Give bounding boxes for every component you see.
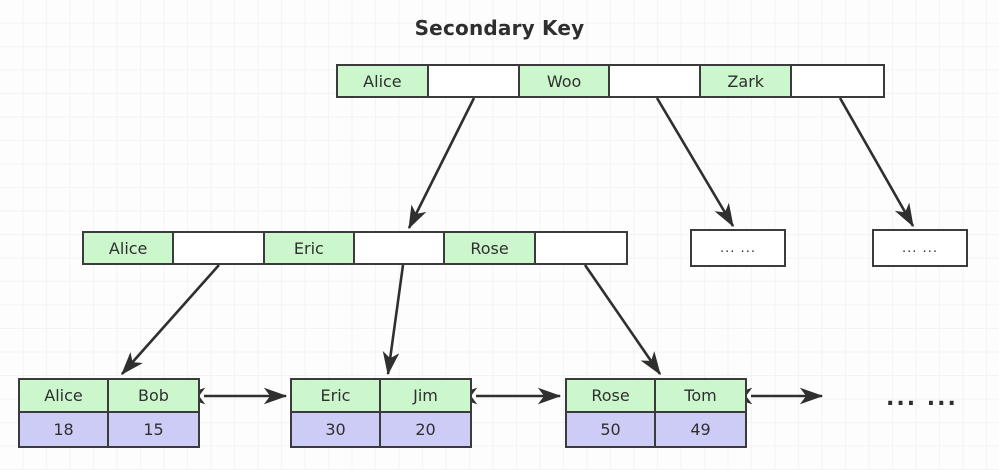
internal-pointer-1[interactable] bbox=[174, 233, 265, 263]
page-title: Secondary Key bbox=[414, 16, 585, 40]
leaf-3-value-1[interactable]: 49 bbox=[656, 413, 745, 446]
root-pointer-5[interactable] bbox=[792, 66, 883, 96]
leaf-3-name-0[interactable]: Rose bbox=[567, 380, 656, 411]
placeholder-node-1: ... ... bbox=[690, 229, 786, 267]
edge-root-to-placeholder-1 bbox=[655, 97, 735, 228]
root-key-0[interactable]: Alice bbox=[338, 66, 429, 96]
internal-key-4[interactable]: Rose bbox=[445, 233, 536, 263]
leaf-node-3: Rose Tom 50 49 bbox=[565, 378, 747, 448]
leaf-node-2-names: Eric Jim bbox=[292, 380, 470, 413]
internal-key-0[interactable]: Alice bbox=[84, 233, 175, 263]
placeholder-node-2: ... ... bbox=[872, 229, 968, 267]
leaf-node-1: Alice Bob 18 15 bbox=[18, 378, 200, 448]
leaf-1-name-1[interactable]: Bob bbox=[109, 380, 198, 411]
edge-root-to-placeholder-2 bbox=[838, 97, 915, 228]
leaf-node-2-values: 30 20 bbox=[292, 413, 470, 446]
edge-internal-to-leaf-2 bbox=[382, 264, 405, 376]
leaf-2-name-0[interactable]: Eric bbox=[292, 380, 381, 411]
root-node: Alice Woo Zark bbox=[336, 64, 885, 98]
internal-node: Alice Eric Rose bbox=[82, 231, 628, 265]
leaf-1-value-0[interactable]: 18 bbox=[20, 413, 109, 446]
leaf-node-2: Eric Jim 30 20 bbox=[290, 378, 472, 448]
leaf-node-3-names: Rose Tom bbox=[567, 380, 745, 413]
internal-pointer-3[interactable] bbox=[355, 233, 446, 263]
leaf-3-value-0[interactable]: 50 bbox=[567, 413, 656, 446]
internal-pointer-5[interactable] bbox=[535, 233, 627, 263]
root-key-2[interactable]: Woo bbox=[519, 66, 611, 96]
leaf-2-value-0[interactable]: 30 bbox=[292, 413, 381, 446]
leaf-node-1-names: Alice Bob bbox=[20, 380, 198, 413]
leaf-tail-ellipsis: ... ... bbox=[886, 386, 958, 411]
leaf-node-1-values: 18 15 bbox=[20, 413, 198, 446]
root-key-4[interactable]: Zark bbox=[701, 66, 793, 96]
edge-internal-to-leaf-3 bbox=[583, 264, 662, 376]
root-pointer-1[interactable] bbox=[428, 66, 520, 96]
leaf-2-name-1[interactable]: Jim bbox=[381, 380, 470, 411]
leaf-2-value-1[interactable]: 20 bbox=[381, 413, 470, 446]
internal-key-2[interactable]: Eric bbox=[264, 233, 356, 263]
leaf-1-name-0[interactable]: Alice bbox=[20, 380, 109, 411]
edge-internal-to-leaf-1 bbox=[121, 264, 220, 375]
placeholder-node-2-label: ... ... bbox=[874, 231, 966, 265]
leaf-node-3-values: 50 49 bbox=[567, 413, 745, 446]
placeholder-node-1-label: ... ... bbox=[692, 231, 784, 265]
edge-root-to-internal bbox=[407, 97, 476, 230]
root-pointer-3[interactable] bbox=[610, 66, 702, 96]
leaf-1-value-1[interactable]: 15 bbox=[109, 413, 198, 446]
leaf-3-name-1[interactable]: Tom bbox=[656, 380, 745, 411]
